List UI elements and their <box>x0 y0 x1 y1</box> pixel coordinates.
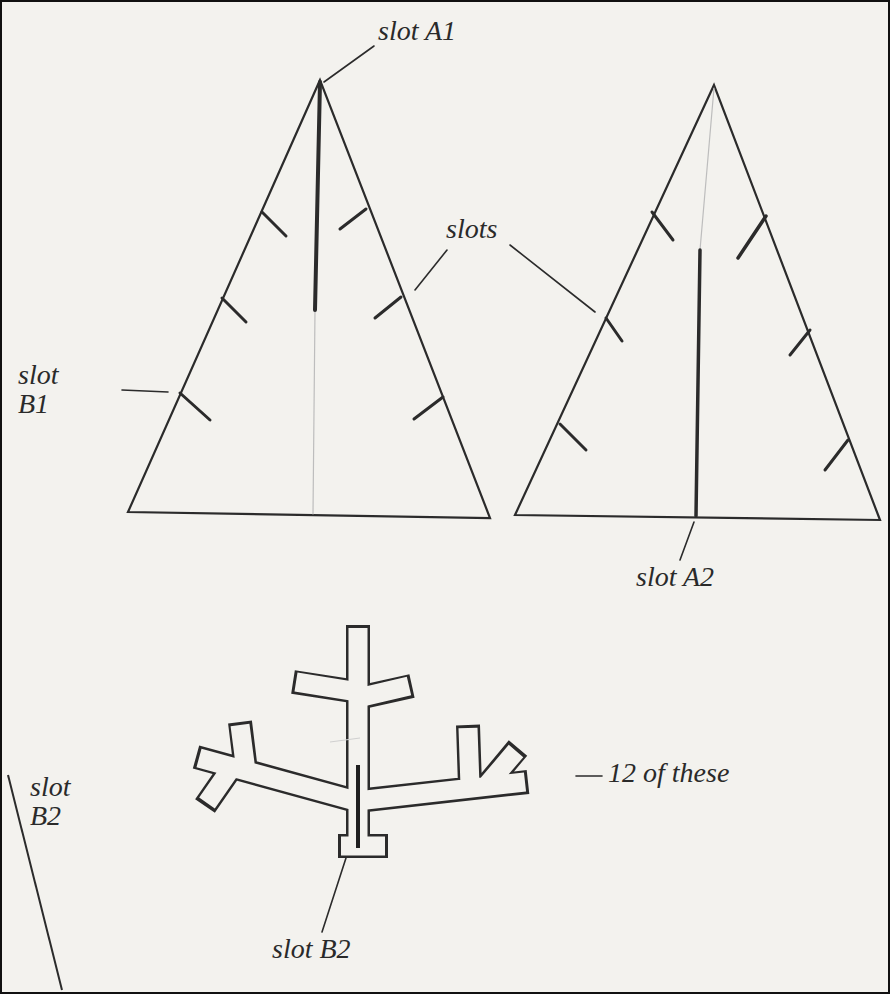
branch-outline <box>196 625 528 852</box>
part-label: slot B1 <box>18 360 70 419</box>
tree-panel-a2 <box>515 85 880 520</box>
triangle-outline <box>128 80 490 518</box>
part-label: slot B2 <box>272 934 402 963</box>
slot <box>738 216 766 258</box>
slot <box>606 318 622 341</box>
center-guide <box>700 88 714 250</box>
branch-piece <box>196 625 528 852</box>
part-label: slot B2 <box>30 772 82 831</box>
slot <box>825 440 848 470</box>
part-label: slots <box>446 214 536 243</box>
slot <box>790 330 810 355</box>
leader-line <box>680 522 694 560</box>
slot <box>340 209 366 229</box>
left-branch <box>196 722 352 806</box>
leader-line <box>322 858 346 932</box>
slot <box>560 424 586 450</box>
triangle-outline <box>515 85 880 520</box>
leader-line <box>510 245 595 312</box>
slot <box>262 212 286 236</box>
slot-b2 <box>356 765 360 848</box>
part-label: 12 of these <box>608 758 828 787</box>
slot-b1 <box>180 393 210 420</box>
right-branch <box>366 725 528 800</box>
slot <box>375 297 401 318</box>
leader-line <box>576 775 602 777</box>
slot <box>652 212 673 240</box>
leader-line <box>324 46 374 82</box>
leaders <box>122 46 694 932</box>
center-guide <box>313 310 315 514</box>
leader-line <box>415 250 447 290</box>
slot-a1 <box>315 82 320 310</box>
slot <box>414 397 443 419</box>
faint-stroke <box>330 738 360 742</box>
leader-line <box>122 390 168 392</box>
part-label: slot A1 <box>378 16 498 45</box>
branch-fill <box>199 628 525 849</box>
tree-panel-a1 <box>128 80 490 518</box>
part-label: slot A2 <box>636 562 766 591</box>
base <box>338 834 388 858</box>
slot <box>222 298 246 322</box>
top-branches <box>293 682 412 698</box>
slot-a2 <box>696 250 700 516</box>
